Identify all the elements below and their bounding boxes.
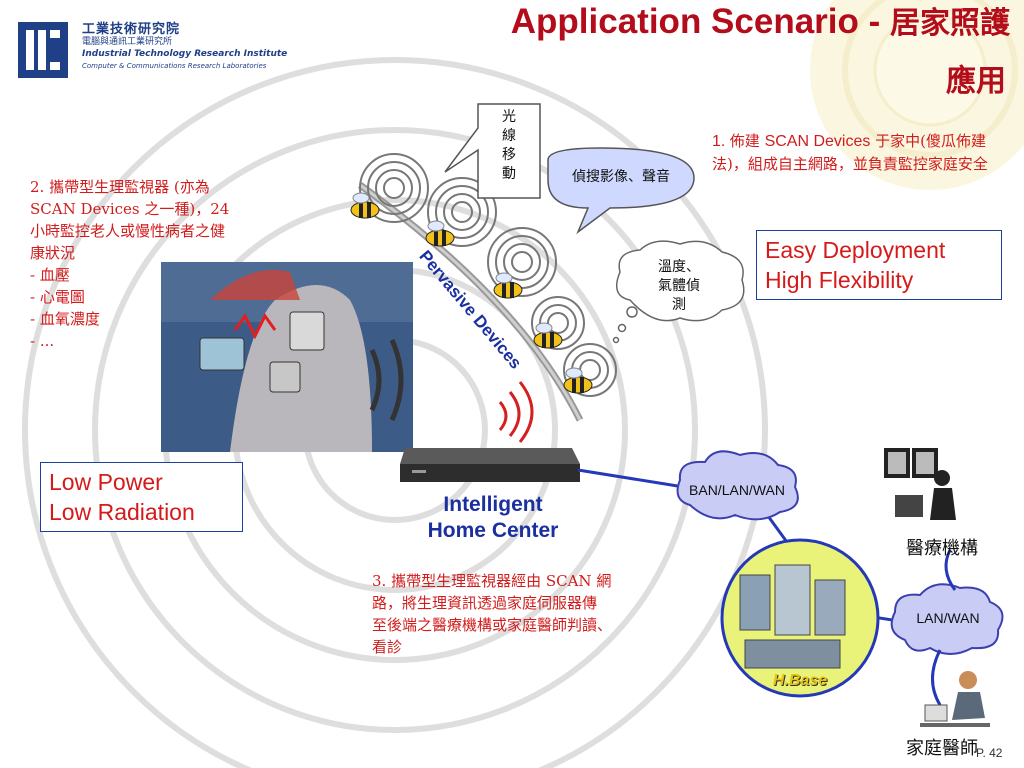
note3-line4: 看診 xyxy=(372,638,403,656)
note2-item2: - 心電圖 xyxy=(30,288,85,306)
bee-icons xyxy=(350,192,593,394)
note2-item3: - 血氧濃度 xyxy=(30,310,100,328)
page-title-line2: 應用 xyxy=(946,64,1006,99)
signal-waves-icon xyxy=(498,381,534,443)
note2-line3: 小時監控老人或慢性病者之健 xyxy=(30,222,226,240)
bubble-light-char: 動 xyxy=(502,166,516,182)
watermark xyxy=(810,0,1024,190)
note1-num: 1. xyxy=(712,133,730,150)
note-3: 3. 攜帶型生理監視器經由 SCAN 網 路，將生理資訊透過家庭伺服器傳 至後端… xyxy=(372,570,717,658)
page-title: Application Scenario - 居家照護 xyxy=(330,2,1010,44)
home-center-label: Intelligent Home Center xyxy=(400,492,586,544)
logo-text: 工業技術研究院 電腦與通訊工業研究所 Industrial Technology… xyxy=(82,22,292,72)
logo-line4: Computer & Communications Research Labor… xyxy=(82,62,267,70)
link-medical xyxy=(944,549,957,591)
bubble-temp-line3: 測 xyxy=(672,297,686,313)
note2-item4: - ... xyxy=(30,332,55,350)
cloud-lan-wan xyxy=(890,583,1004,655)
note1-part1: 佈建 xyxy=(729,132,765,150)
feature-box-left: Low Power Low Radiation xyxy=(40,462,243,532)
hub-line1: Intelligent xyxy=(443,493,543,516)
feature-low-power: Low Power xyxy=(49,469,163,495)
title-en: Application Scenario - xyxy=(510,2,890,41)
family-doctor-label: 家庭醫師 xyxy=(906,738,978,759)
cloud-ban xyxy=(676,450,799,521)
note1-part2: 于家中(傻瓜佈建法)，組成自主網路，並負責監控家庭安全 xyxy=(712,132,988,173)
bubble-temp xyxy=(615,240,745,322)
bubble-temp-line1: 溫度、 xyxy=(658,259,700,275)
bubble-detect-text: 偵搜影像、聲音 xyxy=(572,169,670,185)
hub-line2: Home Center xyxy=(427,519,559,542)
bubble-temp-line2: 氣體偵 xyxy=(658,278,700,294)
logo-line3: Industrial Technology Research Institute xyxy=(82,49,288,59)
bubble-light-char: 線 xyxy=(502,128,516,144)
doctor-icon xyxy=(920,671,990,727)
hbase-server-icon xyxy=(720,538,880,698)
itri-logo-icon xyxy=(18,22,68,78)
note-2: 2. 攜帶型生理監視器 (亦為 SCAN Devices 之一種)，24 小時監… xyxy=(30,176,320,352)
note1-en: SCAN Devices xyxy=(764,133,871,150)
feature-low-radiation: Low Radiation xyxy=(49,499,195,525)
link-doctor xyxy=(931,649,942,706)
medical-staff-icon xyxy=(884,448,956,520)
bubble-light-char: 光 xyxy=(502,109,516,125)
cloud-lan-wan-label: LAN/WAN xyxy=(916,610,980,626)
logo-line1: 工業技術研究院 xyxy=(82,22,181,37)
bubble-light-char: 移 xyxy=(502,147,516,163)
hbase-label: H.Base xyxy=(772,672,828,689)
note3-line2: 路，將生理資訊透過家庭伺服器傳 xyxy=(372,594,598,612)
note2-line1: 2. 攜帶型生理監視器 (亦為 xyxy=(30,178,210,196)
note3-line1: 3. 攜帶型生理監視器經由 SCAN 網 xyxy=(372,572,612,590)
medical-institution-label: 醫療機構 xyxy=(906,538,978,559)
cloud-ban-label: BAN/LAN/WAN xyxy=(689,482,785,498)
bubble-light xyxy=(444,103,541,199)
thought-dots xyxy=(612,306,638,344)
note2-line4: 康狀況 xyxy=(30,244,76,262)
feature-high-flexibility: High Flexibility xyxy=(765,267,914,293)
note2-line2: SCAN Devices 之一種)，24 xyxy=(30,200,230,218)
page-number: P. 42 xyxy=(976,746,1003,760)
bubble-light-text: 光 線 移 動 xyxy=(496,108,522,184)
feature-box-right: Easy Deployment High Flexibility xyxy=(756,230,1002,300)
note-1: 1. 佈建 SCAN Devices 于家中(傻瓜佈建法)，組成自主網路，並負責… xyxy=(712,130,1012,175)
bubble-temp-text: 溫度、 氣體偵 測 xyxy=(636,258,722,315)
sensor-ripples xyxy=(359,153,617,397)
note2-item1: - 血壓 xyxy=(30,266,70,284)
home-center-device xyxy=(400,448,580,482)
feature-easy-deployment: Easy Deployment xyxy=(765,237,946,263)
wearable-monitor-photo xyxy=(161,262,413,452)
note3-line3: 至後端之醫療機構或家庭醫師判讀、 xyxy=(372,616,613,634)
logo-line2: 電腦與通訊工業研究所 xyxy=(82,37,173,47)
bubble-detect xyxy=(547,147,695,235)
title-zh-1: 居家照護 xyxy=(890,6,1010,41)
